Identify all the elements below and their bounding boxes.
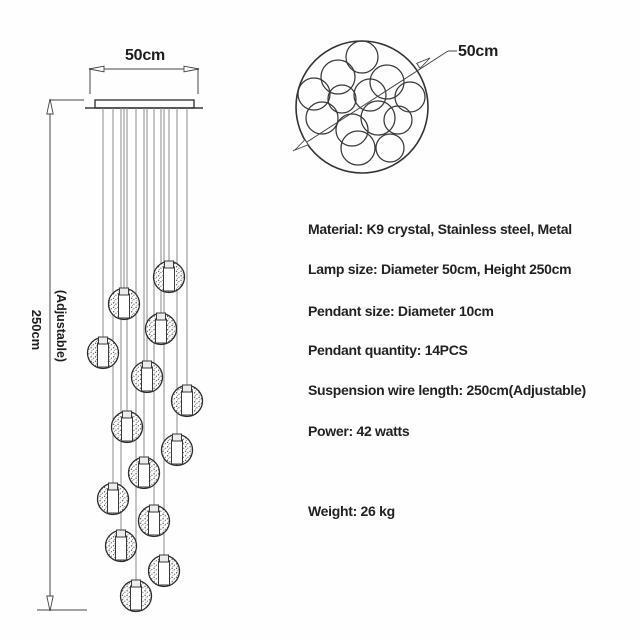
pendant-cap: [108, 482, 118, 491]
pendant-cap: [122, 410, 132, 419]
pendant-cap: [116, 529, 126, 538]
spec-material: Material: K9 crystal, Stainless steel, M…: [308, 221, 572, 237]
pendant-top-circle: [369, 64, 405, 100]
pendant-cap: [119, 287, 129, 296]
pendant-cap: [139, 456, 149, 465]
ceiling-plate: [94, 99, 195, 109]
elevation-view: [37, 65, 204, 613]
pendant-ball: [147, 554, 181, 588]
pendant-cap: [172, 433, 182, 442]
pendant-top-circle: [360, 100, 396, 136]
pendant-top-circle: [394, 81, 426, 113]
spec-weight: Weight: 26 kg: [308, 503, 395, 519]
pendant-top-circles: [297, 40, 426, 166]
pendant-ball: [130, 360, 164, 394]
pendant-ball: [137, 504, 171, 538]
height-dim-label: 250cm: [29, 309, 44, 351]
arrowhead-down-icon: [46, 595, 54, 612]
pendant-ball: [86, 336, 120, 370]
pendant-ball: [96, 482, 130, 516]
pendant-ball: [119, 579, 153, 613]
spec-power: Power: 42 watts: [308, 423, 410, 439]
pendant-ball: [127, 456, 161, 490]
pendant-top-circle: [375, 133, 405, 163]
diameter-dimension: [292, 50, 457, 152]
pendant-ball: [160, 433, 194, 467]
arrowhead-upper-right-icon: [416, 57, 431, 70]
pendant-balls: [86, 260, 204, 613]
arrowhead-right-icon: [183, 65, 200, 73]
pendant-top-circle: [383, 105, 413, 135]
pendant-top-circle: [320, 59, 356, 95]
pendant-ball: [110, 410, 144, 444]
topview-diameter-label: 50cm: [458, 43, 499, 60]
pendant-cap: [182, 384, 192, 393]
pendant-ball: [107, 287, 141, 321]
pendant-cap: [164, 260, 174, 269]
pendant-cap: [142, 360, 152, 369]
spec-wire-length: Suspension wire length: 250cm(Adjustable…: [308, 382, 586, 398]
height-dimension: [37, 98, 87, 612]
pendant-top-circle: [335, 113, 369, 147]
pendant-ball: [170, 384, 204, 418]
pendant-top-circle: [327, 84, 357, 114]
pendant-top-circle: [345, 40, 379, 74]
pendant-cap: [98, 336, 108, 345]
arrowhead-up-icon: [46, 98, 54, 115]
pendant-top-circle: [297, 77, 331, 111]
spec-lamp-size: Lamp size: Diameter 50cm, Height 250cm: [308, 261, 572, 277]
height-dim-note: (Adjustable): [54, 289, 68, 363]
pendant-ball: [152, 260, 186, 294]
pendant-ball: [104, 529, 138, 563]
pendant-top-circle: [340, 130, 376, 166]
pendant-cap: [149, 504, 159, 513]
width-dimension: [88, 65, 200, 94]
top-view: [292, 40, 457, 174]
arrowhead-lower-left-icon: [294, 138, 309, 151]
arrowhead-left-icon: [88, 65, 105, 73]
pendant-top-circle: [353, 78, 387, 112]
spec-pendant-quantity: Pendant quantity: 14PCS: [308, 342, 468, 358]
pendant-cap: [131, 579, 141, 588]
width-dim-label: 50cm: [124, 47, 166, 64]
spec-pendant-size: Pendant size: Diameter 10cm: [308, 303, 494, 319]
pendant-top-circle: [305, 101, 339, 135]
pendant-cap: [159, 554, 169, 563]
pendant-cap: [156, 312, 166, 321]
pendant-ball: [144, 312, 178, 346]
